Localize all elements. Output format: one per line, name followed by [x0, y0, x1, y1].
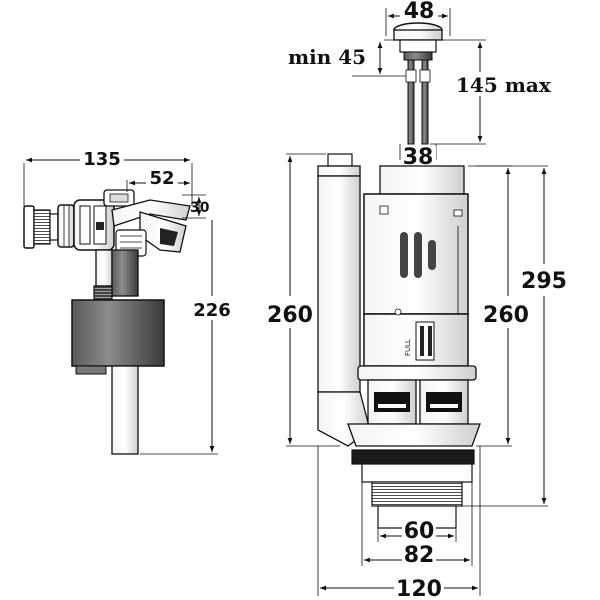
dim-text-rod-max: 145 max	[456, 73, 552, 97]
valve-body	[73, 189, 191, 257]
dim-text-inlet-offset: 52	[149, 168, 174, 189]
dim-text-inlet-small-height: 30	[190, 200, 210, 216]
dim-text-inlet-height: 226	[193, 300, 231, 321]
dim-text-rod-min: min 45	[288, 45, 366, 69]
dim-flush-height-left: 260	[264, 153, 340, 447]
dim-button-diameter: 48	[385, 0, 451, 36]
dim-rod-max: 145 max	[430, 39, 562, 145]
dim-text-flush-height-center: 260	[483, 303, 529, 328]
dim-flange-width: 120	[317, 446, 481, 600]
dim-text-flush-height-left: 260	[267, 303, 313, 328]
dim-rod-min: min 45	[288, 39, 406, 77]
dim-inlet-small-height: 30	[182, 194, 210, 219]
outlet-thread	[351, 449, 475, 529]
dim-outlet-inner: 60	[377, 519, 457, 544]
dim-text-outlet-inner: 60	[404, 519, 435, 544]
inlet-valve: 135 52 30 226	[23, 149, 232, 455]
dim-outlet-outer: 82	[361, 482, 473, 568]
dim-text-button-diameter: 48	[404, 0, 435, 24]
flush-seats	[347, 365, 481, 447]
dim-flush-height-total: 295	[462, 165, 570, 507]
lower-tube	[111, 365, 139, 455]
flush-valve: 48 min 45 145 max 38	[264, 0, 570, 600]
dim-text-inlet-width: 135	[83, 149, 121, 170]
push-button	[393, 22, 443, 145]
vertical-stem	[93, 249, 139, 301]
overflow-tube	[317, 153, 371, 447]
float-block-base	[75, 365, 107, 375]
dim-inlet-height: 226	[140, 220, 232, 455]
float-block	[71, 299, 165, 367]
dim-inlet-width: 135	[23, 149, 193, 206]
dim-inlet-offset: 52	[126, 168, 190, 192]
dim-text-flush-height-total: 295	[521, 269, 567, 294]
dim-text-flange-width: 120	[396, 577, 442, 600]
valve-housing: FULL	[363, 165, 469, 367]
dim-text-outlet-outer: 82	[404, 543, 435, 568]
dim-flush-height-center: 260	[476, 165, 534, 447]
full-marking: FULL	[404, 339, 412, 356]
inlet-nut	[23, 204, 75, 249]
